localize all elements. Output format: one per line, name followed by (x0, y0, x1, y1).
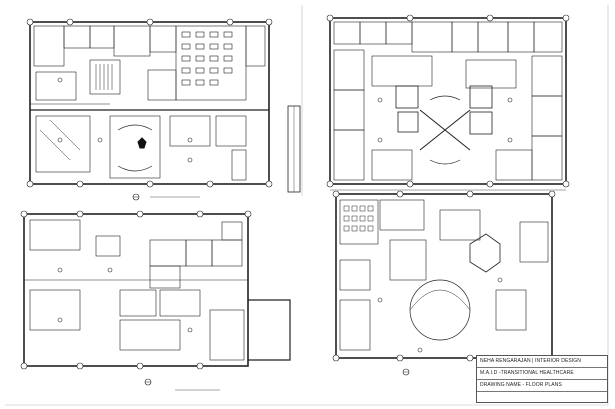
project-name: M.A.I.D -TRANSITIONAL HEALTHCARE (477, 368, 607, 380)
floor-plan-bottom-left (20, 210, 291, 391)
designer-name: NEHA RENGARAJAN | INTERIOR DESIGN (477, 356, 607, 368)
title-block: NEHA RENGARAJAN | INTERIOR DESIGN M.A.I.… (476, 355, 608, 403)
floor-plan-top-left (26, 18, 301, 201)
floor-plan-bottom-right (332, 190, 556, 376)
drawing-name: DRAWING NAME - FLOOR PLANS (477, 380, 607, 392)
title-block-blank-row (477, 392, 607, 403)
floor-plan-top-right (326, 14, 570, 191)
